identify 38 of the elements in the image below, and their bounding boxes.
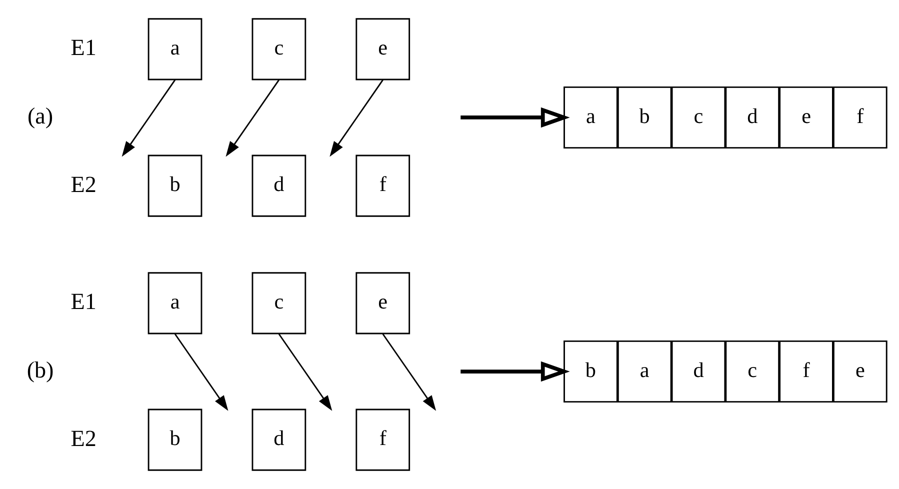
node-box: b (148, 408, 202, 471)
arrow (122, 80, 176, 157)
node-box: d (725, 86, 780, 149)
node-box: d (252, 408, 306, 471)
node-box: f (832, 86, 888, 149)
arrow (330, 80, 384, 157)
node-box: a (148, 272, 202, 334)
node-box: c (252, 18, 306, 80)
node-box: b (617, 86, 672, 149)
node-box: b (564, 340, 618, 403)
arrow (460, 361, 570, 382)
arrow (278, 334, 332, 411)
node-box: a (617, 340, 672, 403)
arrow (174, 334, 228, 411)
node-box: e (832, 340, 888, 403)
node-box: a (564, 86, 618, 149)
label: E2 (70, 424, 96, 451)
node-box: a (148, 18, 202, 80)
node-box: e (356, 272, 410, 334)
node-box: f (356, 408, 410, 471)
node-box: e (356, 18, 410, 80)
arrow (226, 80, 280, 157)
label: E1 (70, 288, 96, 314)
label: (b) (26, 356, 54, 382)
node-box: f (779, 340, 834, 403)
node-box: f (356, 154, 410, 217)
arrow (382, 334, 436, 411)
node-box: b (148, 154, 202, 217)
node-box: c (252, 272, 306, 334)
arrow (460, 107, 570, 128)
label: (a) (27, 102, 54, 128)
label: E1 (70, 34, 96, 60)
node-box: d (252, 154, 306, 217)
label: E2 (70, 170, 96, 197)
node-box: c (671, 86, 726, 149)
node-box: e (779, 86, 834, 149)
node-box: d (671, 340, 726, 403)
node-box: c (725, 340, 780, 403)
